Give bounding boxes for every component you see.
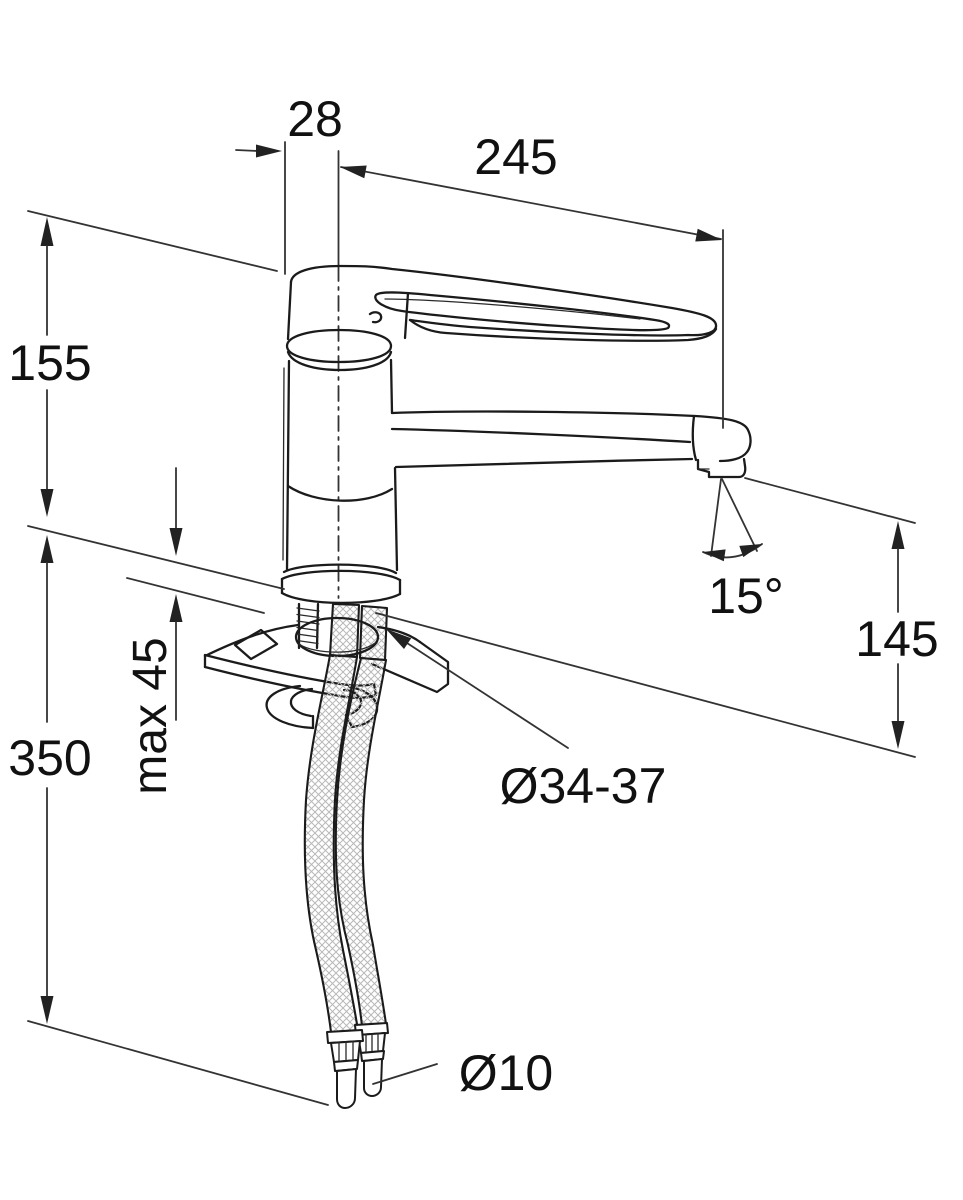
callout-hose-diameter: Ø10 <box>372 1045 554 1101</box>
dim-label-hole-diameter: Ø34-37 <box>500 758 667 814</box>
dim-label-28: 28 <box>287 91 343 147</box>
callout-hole-diameter: Ø34-37 <box>386 629 666 814</box>
dimension-155: 155 <box>8 210 278 517</box>
hose-fittings <box>326 1022 389 1109</box>
supply-hoses <box>303 653 388 1034</box>
faucet-body <box>280 358 402 605</box>
faucet-handle <box>285 264 718 372</box>
dim-label-145: 145 <box>855 611 938 667</box>
swivel-seam <box>286 484 394 502</box>
plate-wedge <box>370 640 450 694</box>
handle-nub <box>368 311 383 324</box>
countertop-lines <box>27 525 916 758</box>
dim-label-245: 245 <box>474 129 557 185</box>
plate-diamond-hole <box>233 628 279 661</box>
handle-loop-opening <box>374 291 671 332</box>
spout-outlet <box>696 457 747 479</box>
dim-label-max45: max 45 <box>124 637 177 794</box>
dim-label-15deg: 15° <box>708 568 784 624</box>
dimension-245: 245 <box>340 129 724 429</box>
angle-15deg: 15° <box>702 478 784 624</box>
handle-collar <box>285 328 393 364</box>
dimension-max45: max 45 <box>124 467 183 795</box>
mounting-stud <box>296 602 320 650</box>
dimension-350: 350 <box>8 535 329 1106</box>
faucet-spout <box>390 410 752 479</box>
dim-label-hose-diameter: Ø10 <box>459 1045 554 1101</box>
dimension-28: 28 <box>235 91 343 275</box>
dim-label-155: 155 <box>8 335 91 391</box>
dimension-145: 145 <box>744 477 939 749</box>
dim-label-350: 350 <box>8 730 91 786</box>
